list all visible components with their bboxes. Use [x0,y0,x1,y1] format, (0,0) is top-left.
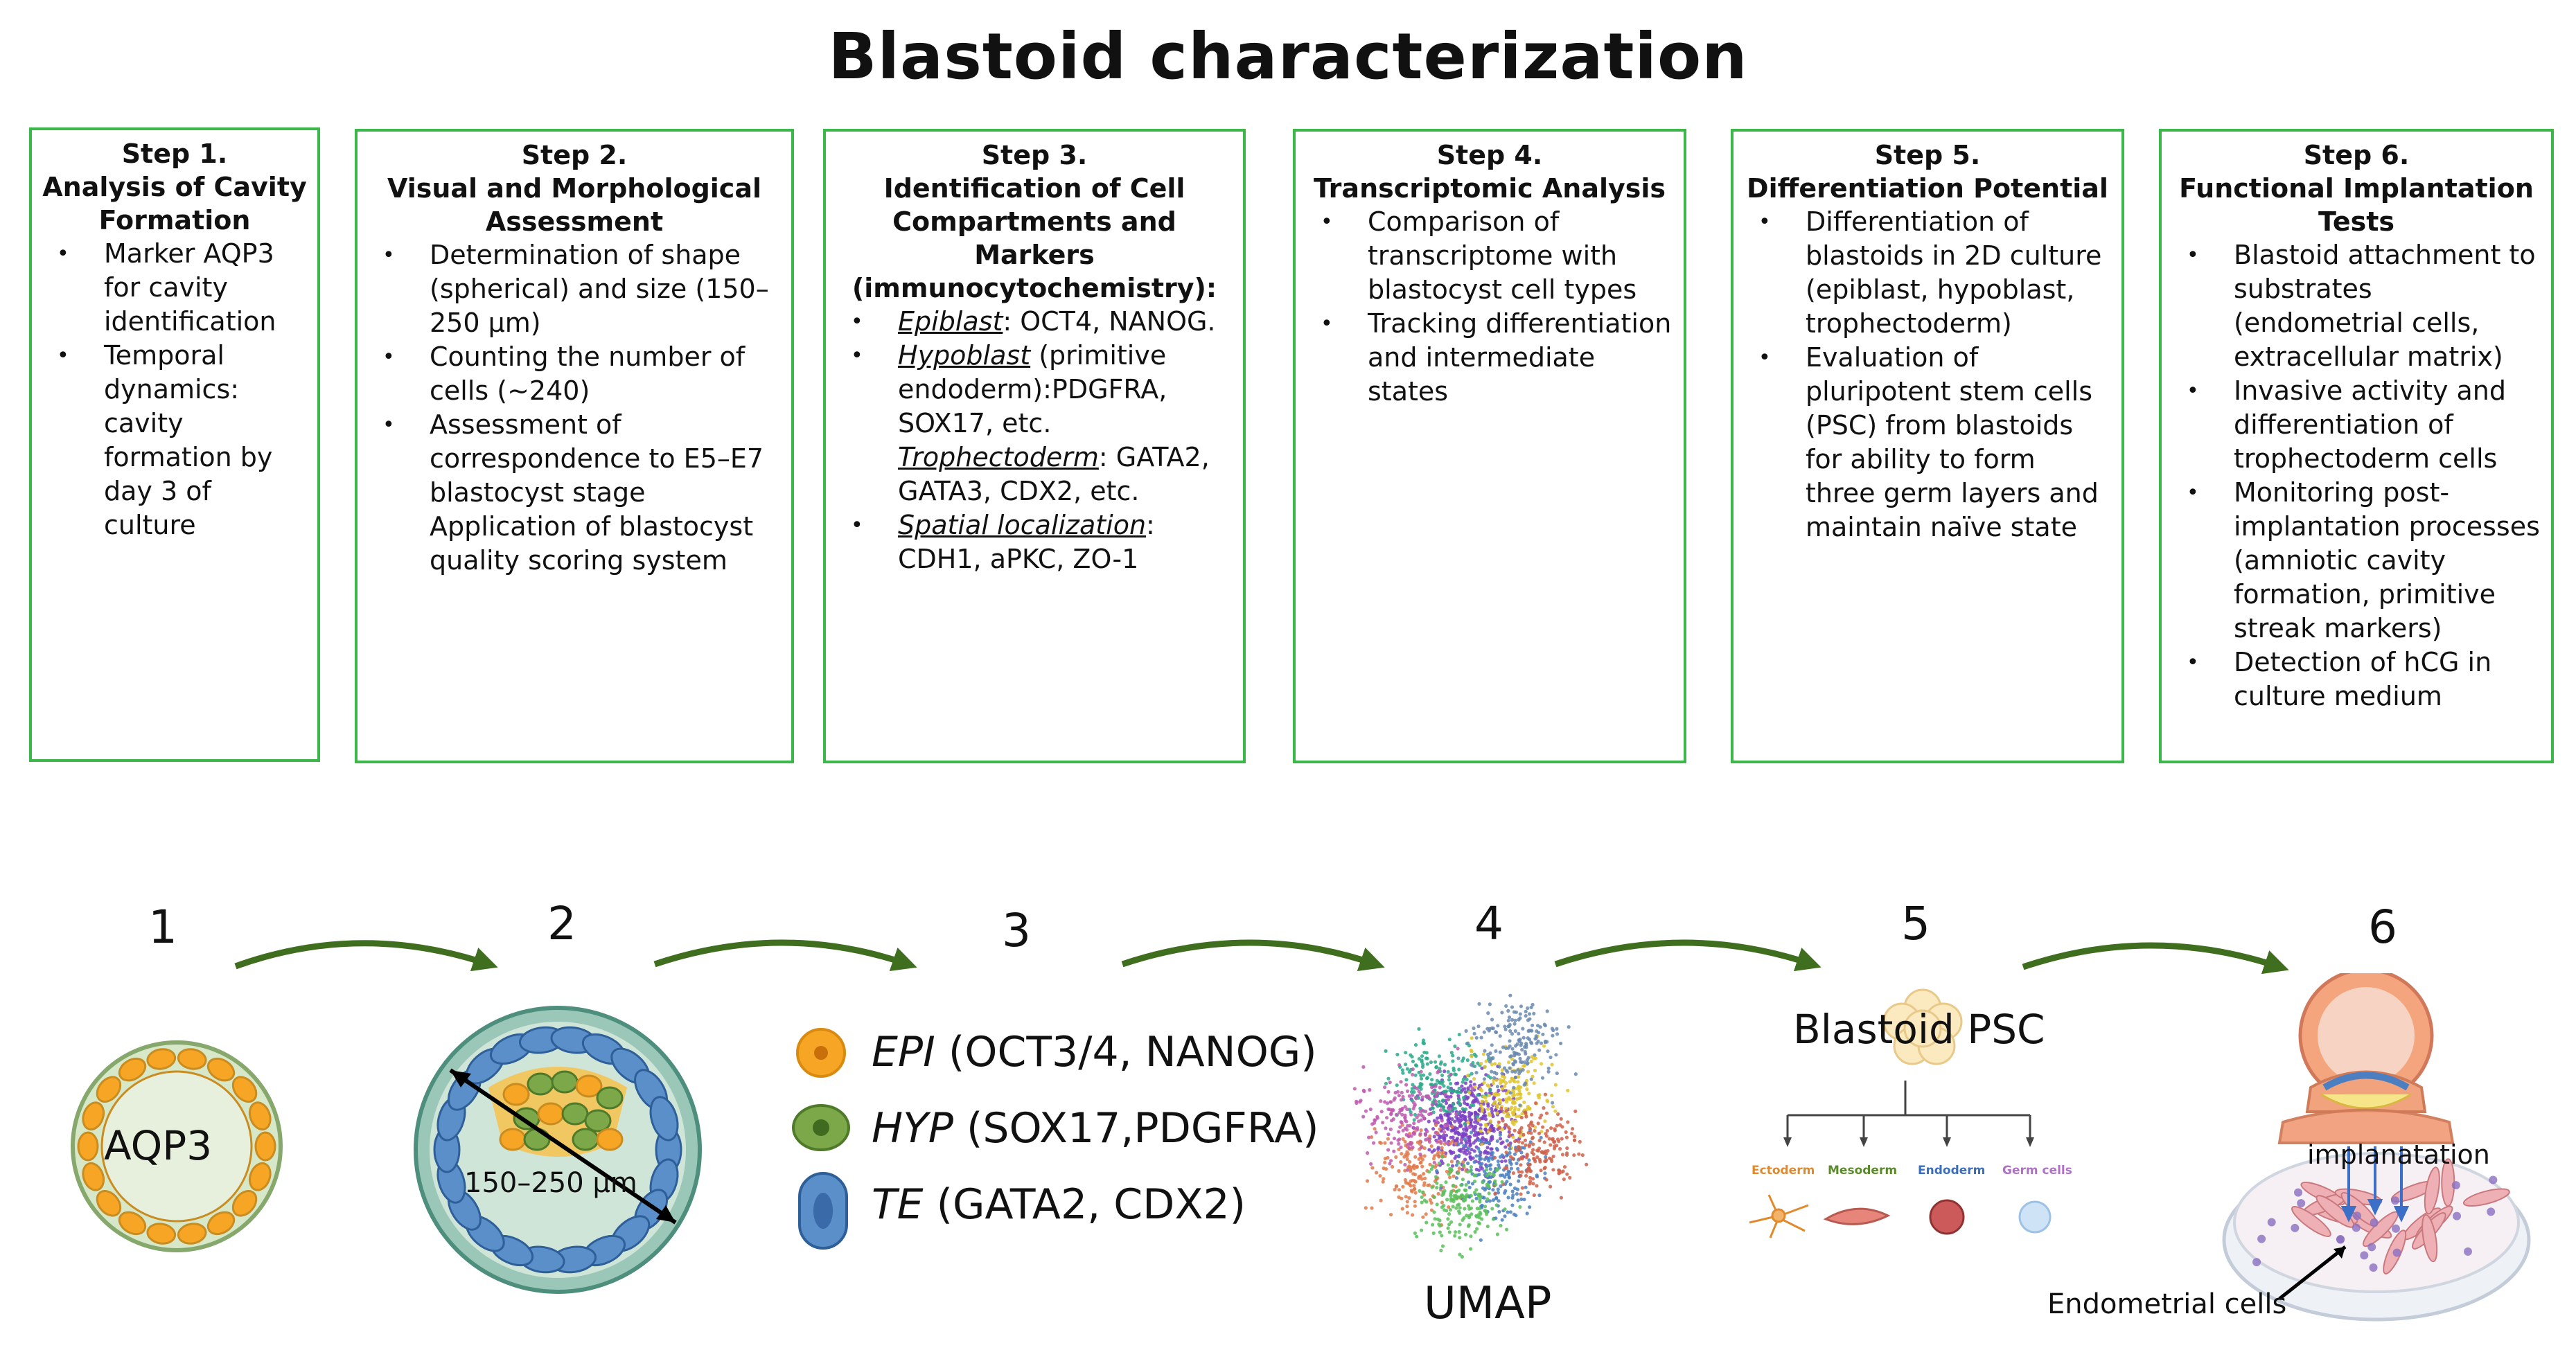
step-1-bullet: Temporal dynamics: cavity formation by d… [42,339,308,542]
arrow-2-3 [653,939,917,971]
diagram-title: Blastoid characterization [828,19,1748,94]
step-2-list: Determination of shape (spherical) and s… [367,238,782,510]
step-1-bullet: Marker AQP3 for cavity identification [42,237,308,339]
germ-cell-icon [2018,1200,2052,1234]
step-1-box: Step 1. Analysis of Cavity Formation Mar… [29,127,320,762]
step-6-bullet: Detection of hCG in culture medium [2171,646,2541,713]
psc-cluster-icon [1882,988,1963,1065]
te-marker-label: TE (GATA2, CDX2) [872,1180,1246,1229]
germ-label-endoderm: Endoderm [1918,1164,1986,1178]
aqp3-blastoid-illustration [71,1040,283,1252]
step-6-bullet: Blastoid attachment to substrates (endom… [2171,238,2541,374]
ectoderm-cell-icon [1749,1194,1809,1238]
step-number-4: 4 [1474,897,1503,950]
step-3-box: Step 3. Identification of Cell Compartme… [823,129,1246,763]
germ-label-germ-cells: Germ cells [2002,1164,2072,1178]
step-number-2: 2 [547,897,576,950]
germ-layer-cell-icons [1749,1194,2052,1238]
endometrial-cells-label: Endometrial cells [2047,1288,2287,1320]
step-number-6: 6 [2368,900,2397,954]
step-1-list: Marker AQP3 for cavity identification Te… [42,237,308,542]
step-number-3: 3 [1002,904,1031,957]
step-4-bullet: Comparison of transcriptome with blastoc… [1305,205,1674,307]
step-3-bullet: Hypoblast (primitive endoderm):PDGFRA, S… [836,339,1233,508]
step-6-heading: Step 6. Functional Implantation Tests [2179,140,2534,237]
step-2-continuation: Application of blastocyst quality scorin… [430,511,754,576]
size-label: 150–250 μm [464,1167,637,1199]
epi-cell-icon [796,1028,846,1078]
implantation-dish-illustration [2222,973,2531,1322]
step-number-1: 1 [148,900,177,954]
germ-label-ectoderm: Ectoderm [1752,1164,1815,1178]
step-5-list: Differentiation of blastoids in 2D cultu… [1743,205,2112,544]
endoderm-cell-icon [1929,1199,1965,1235]
umap-scatter-illustration [1352,993,1589,1259]
arrow-4-5 [1554,939,1821,972]
step-5-heading: Step 5. Differentiation Potential [1747,140,2108,204]
step-5-bullet: Differentiation of blastoids in 2D cultu… [1743,205,2112,341]
mesoderm-cell-icon [1823,1207,1891,1225]
arrow-5-6 [2022,942,2289,975]
epi-marker-label: EPI (OCT3/4, NANOG) [872,1028,1317,1076]
step-1-heading: Step 1. Analysis of Cavity Formation [42,139,307,236]
implantation-label: implanatation [2307,1139,2490,1170]
step-2-box: Step 2. Visual and Morphological Assessm… [355,129,794,763]
step-4-list: Comparison of transcriptome with blastoc… [1305,205,1674,409]
arrow-3-4 [1121,939,1385,971]
step-6-bullet: Monitoring post-implantation processes (… [2171,476,2541,646]
step-4-heading: Step 4. Transcriptomic Analysis [1313,140,1666,204]
umap-label: UMAP [1424,1278,1552,1329]
step-3-bullet: Spatial localization: CDH1, aPKC, ZO-1 [836,508,1233,576]
step-6-bullet: Invasive activity and differentiation of… [2171,374,2541,476]
step-2-heading: Step 2. Visual and Morphological Assessm… [387,140,762,237]
hyp-cell-icon [792,1104,850,1151]
blastoid-cross-section-illustration [414,1006,702,1294]
te-cell-icon [798,1172,848,1250]
aqp3-label: AQP3 [104,1122,213,1169]
step-4-box: Step 4. Transcriptomic Analysis Comparis… [1293,129,1686,763]
step-6-list: Blastoid attachment to substrates (endom… [2171,238,2541,713]
psc-label: Blastoid PSC [1793,1006,2045,1053]
step-5-box: Step 5. Differentiation Potential Differ… [1731,129,2124,763]
step-3-list: Epiblast: OCT4, NANOG. Hypoblast (primit… [836,305,1233,576]
step-4-bullet: Tracking differentiation and intermediat… [1305,307,1674,409]
step-3-bullet: Epiblast: OCT4, NANOG. [836,305,1233,339]
arrow-1-2 [234,940,498,972]
lineage-tree [1783,1081,2034,1147]
germ-label-mesoderm: Mesoderm [1828,1164,1898,1178]
step-2-bullet: Counting the number of cells (~240) [367,340,782,408]
step-6-box: Step 6. Functional Implantation Tests Bl… [2159,129,2554,763]
step-2-bullet: Determination of shape (spherical) and s… [367,238,782,340]
step-2-bullet: Assessment of correspondence to E5–E7 bl… [367,408,782,510]
step-number-5: 5 [1901,897,1930,950]
hyp-marker-label: HYP (SOX17,PDGFRA) [872,1104,1319,1153]
step-3-heading: Step 3. Identification of Cell Compartme… [852,140,1217,303]
step-5-bullet: Evaluation of pluripotent stem cells (PS… [1743,341,2112,544]
